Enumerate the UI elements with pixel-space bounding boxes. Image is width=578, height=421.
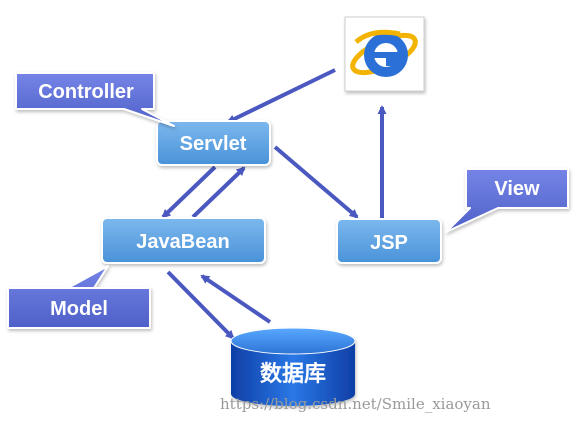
watermark-text: https://blog.csdn.net/Smile_xiaoyan — [220, 395, 491, 413]
view-label: View — [494, 178, 540, 200]
database-node: 数据库 — [230, 327, 356, 406]
servlet-label: Servlet — [180, 133, 247, 155]
model-label: Model — [50, 298, 108, 320]
javabean-label: JavaBean — [136, 231, 229, 253]
controller-callout: Controller — [15, 72, 175, 127]
arrow-javabean-to-database — [166, 270, 235, 340]
controller-label: Controller — [38, 81, 134, 103]
internet-explorer-icon — [350, 29, 418, 77]
servlet-node: Servlet — [156, 120, 271, 166]
view-callout: View — [445, 168, 569, 233]
database-label: 数据库 — [260, 361, 326, 387]
jsp-node: JSP — [336, 218, 442, 264]
arrow-browser-to-servlet — [226, 68, 336, 124]
javabean-node: JavaBean — [101, 217, 266, 264]
arrow-database-to-javabean — [200, 274, 272, 324]
browser-node — [344, 16, 425, 92]
arrows — [161, 68, 387, 340]
jsp-label: JSP — [370, 232, 408, 254]
arrow-servlet-to-jsp — [273, 145, 359, 219]
arrow-javabean-to-servlet — [191, 166, 246, 219]
model-callout: Model — [7, 265, 151, 329]
arrow-servlet-to-javabean — [161, 165, 217, 219]
